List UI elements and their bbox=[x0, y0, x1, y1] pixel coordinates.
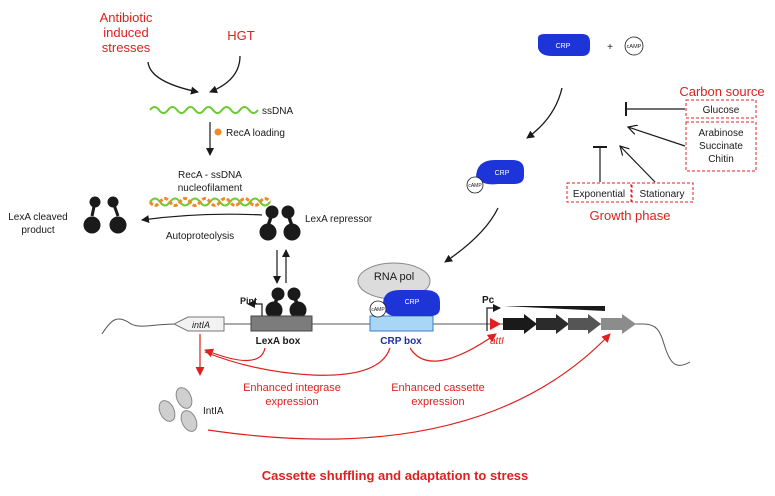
growth-phase-title: Growth phase bbox=[590, 208, 671, 223]
lexa-box bbox=[250, 315, 313, 332]
pc-promoter-arrow bbox=[486, 304, 501, 331]
lexa-to-intia-arrow bbox=[204, 347, 266, 362]
camp-label-promoter: cAMP bbox=[371, 307, 385, 313]
reca-filament-label-line2: nucleofilament bbox=[178, 183, 243, 194]
antibiotic-label-line1: Antibiotic bbox=[100, 10, 153, 25]
crp-on-promoter-shape bbox=[383, 290, 440, 316]
pint-label: Pint bbox=[240, 296, 257, 306]
cassette-4 bbox=[601, 314, 636, 334]
intia-protein-label: IntIA bbox=[203, 406, 224, 417]
lexa-repressor-label: LexA repressor bbox=[305, 214, 373, 225]
camp-label-complex: cAMP bbox=[468, 183, 482, 189]
crp-protein-shape bbox=[538, 34, 590, 56]
crp-to-intia-path bbox=[204, 347, 391, 376]
regulatory-effects: Enhanced integrase expression Enhanced c… bbox=[158, 333, 611, 440]
stationary-activation-arrow bbox=[620, 146, 656, 183]
intia-gene-label: intIA bbox=[192, 320, 210, 330]
arabinose-label: Arabinose bbox=[698, 128, 743, 139]
crp-label-promoter: CRP bbox=[405, 299, 420, 306]
pint-promoter-arrow bbox=[247, 300, 263, 316]
autoproteolysis-label: Autoproteolysis bbox=[166, 231, 234, 242]
lexa-cleaved-label-line2: product bbox=[21, 225, 55, 236]
sugars-activation-arrow bbox=[628, 127, 686, 147]
gene-cassettes bbox=[503, 314, 636, 334]
autoproteolysis-arrow bbox=[141, 213, 263, 224]
crp-camp-complex-shape bbox=[476, 160, 524, 185]
reca-filament-label-line1: RecA - ssDNA bbox=[178, 170, 242, 181]
enhanced-cassette-line1: Enhanced cassette bbox=[391, 382, 485, 394]
cassette-1 bbox=[503, 314, 537, 334]
hgt-label: HGT bbox=[227, 28, 255, 43]
lexa-cleaved-label-line1: LexA cleaved bbox=[8, 212, 68, 223]
expression-gradient-wedge bbox=[503, 306, 605, 311]
intia-protein-cluster bbox=[158, 387, 198, 432]
exponential-box bbox=[566, 182, 632, 203]
crp-camp-binding-arrow bbox=[526, 87, 563, 139]
ssdna-label: ssDNA bbox=[262, 106, 293, 117]
glucose-label: Glucose bbox=[703, 105, 740, 116]
crp-box-label: CRP box bbox=[380, 336, 422, 347]
hgt-to-ssdna-arrow bbox=[209, 55, 241, 94]
camp-in-complex bbox=[466, 176, 484, 194]
lexa-box-label: LexA box bbox=[256, 336, 301, 347]
crp-to-cassette-arrow bbox=[409, 333, 497, 362]
reca-monomer-dot bbox=[214, 128, 222, 136]
cassette-2 bbox=[536, 314, 569, 334]
reca-loading-label: RecA loading bbox=[226, 128, 285, 139]
lexa-block: LexA cleaved product Autoproteolysis Lex… bbox=[8, 196, 373, 319]
camp-molecule bbox=[624, 36, 644, 56]
integrase-to-cassettes-arrow bbox=[207, 333, 611, 440]
enhanced-integrase-line1: Enhanced integrase bbox=[243, 382, 341, 394]
plus-sign: + bbox=[607, 42, 613, 53]
enhanced-integrase-line2: expression bbox=[265, 396, 318, 408]
stationary-label: Stationary bbox=[639, 189, 684, 200]
stress-to-ssdna-arrow bbox=[147, 61, 199, 95]
crp-label-top: CRP bbox=[556, 43, 571, 50]
atti-site-triangle bbox=[490, 318, 501, 330]
intia-gene-arrow bbox=[172, 316, 225, 332]
crp-label-complex: CRP bbox=[495, 170, 510, 177]
antibiotic-label-line2: induced bbox=[103, 25, 149, 40]
ssdna-block: ssDNA RecA loading RecA - ssDNA nucleofi… bbox=[148, 106, 293, 207]
ssdna-strand bbox=[149, 106, 259, 114]
reca-ssdna-nucleofilament bbox=[148, 197, 272, 207]
stress-inputs: Antibiotic induced stresses HGT bbox=[100, 10, 255, 95]
glucose-box bbox=[685, 99, 757, 119]
succinate-label: Succinate bbox=[699, 141, 743, 152]
crp-box bbox=[369, 315, 434, 332]
lexa-repressor-icon bbox=[259, 205, 301, 241]
crp-camp-block: CRP + cAMP CRP cAMP bbox=[444, 34, 644, 263]
lexa-bound-icon bbox=[265, 287, 307, 319]
integron-locus: intIA LexA box Pint CRP box RNA pol CRP … bbox=[101, 262, 691, 366]
other-sugars-box bbox=[685, 121, 757, 172]
camp-on-promoter bbox=[369, 300, 387, 318]
enhanced-cassette-line2: expression bbox=[411, 396, 464, 408]
exponential-label: Exponential bbox=[573, 189, 625, 200]
pc-label: Pc bbox=[482, 295, 495, 306]
rna-pol-label: RNA pol bbox=[374, 271, 414, 283]
atti-label: attI bbox=[490, 336, 504, 347]
camp-label-top: cAMP bbox=[627, 44, 642, 50]
cassette-3 bbox=[568, 314, 601, 334]
crp-to-promoter-arrow bbox=[444, 207, 499, 263]
environmental-signals: Carbon source Glucose Arabinose Succinat… bbox=[566, 84, 765, 223]
carbon-source-title: Carbon source bbox=[679, 84, 764, 99]
lexa-cleaved-product-icon bbox=[83, 196, 127, 234]
stationary-box bbox=[631, 182, 694, 203]
footer-caption: Cassette shuffling and adaptation to str… bbox=[262, 468, 529, 483]
chitin-label: Chitin bbox=[708, 154, 734, 165]
antibiotic-label-line3: stresses bbox=[102, 40, 151, 55]
